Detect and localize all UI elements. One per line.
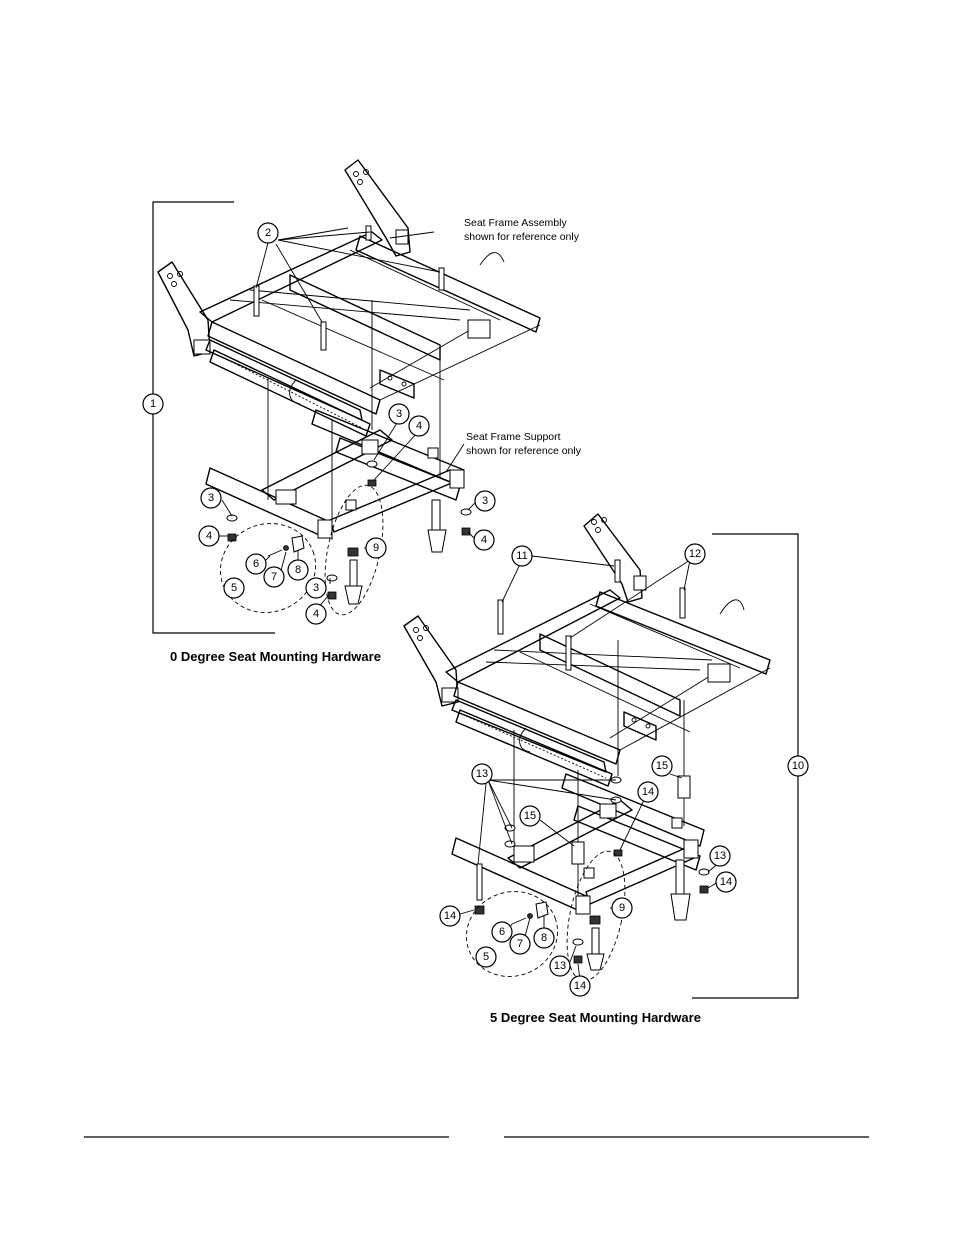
svg-text:11: 11 — [516, 550, 527, 562]
callout-top-8: 8 — [287, 559, 309, 581]
top-frame-support-note-line1: Seat Frame Support — [466, 431, 561, 443]
bottom-seat-frame-left-rail — [445, 589, 621, 683]
bottom-seat-frame-front-rail — [453, 681, 621, 765]
bottom-assembly-drawing: 11 12 10 13 15 14 15 13 14 14 6 7 8 9 5 … — [403, 513, 809, 1025]
svg-text:6: 6 — [499, 926, 505, 938]
top-assembly-bracket — [152, 201, 275, 634]
callout-top-3c: 3 — [474, 490, 496, 512]
top-assembly-drawing: Seat Frame Assembly shown for reference … — [142, 159, 582, 664]
callout-bottom-13c: 13 — [549, 955, 571, 977]
callout-bottom-15b: 15 — [519, 805, 541, 827]
top-assembly-caption: 0 Degree Seat Mounting Hardware — [170, 649, 381, 664]
top-frame-assembly-note-line1: Seat Frame Assembly — [464, 217, 567, 229]
svg-text:13: 13 — [554, 960, 566, 972]
top-seat-frame-front-rail — [207, 321, 381, 415]
callout-bottom-14a: 14 — [637, 781, 659, 803]
top-group-5-outline — [220, 523, 316, 613]
svg-text:14: 14 — [720, 876, 732, 888]
top-back-upright-right — [344, 159, 411, 257]
svg-text:12: 12 — [689, 548, 701, 560]
callout-bottom-14b: 14 — [715, 871, 737, 893]
svg-text:3: 3 — [482, 495, 488, 507]
bottom-bumper-right — [670, 893, 691, 921]
callout-bottom-9: 9 — [611, 897, 633, 919]
svg-text:1: 1 — [150, 398, 156, 410]
svg-text:7: 7 — [271, 571, 277, 583]
svg-text:4: 4 — [313, 608, 319, 620]
svg-text:9: 9 — [619, 902, 625, 914]
bottom-spacer-left — [571, 841, 585, 865]
top-bumper-left — [344, 585, 363, 605]
callout-top-4a: 4 — [408, 415, 430, 437]
svg-text:8: 8 — [295, 564, 301, 576]
callout-top-4b: 4 — [198, 525, 220, 547]
bottom-group-9-outline — [566, 850, 626, 982]
svg-text:6: 6 — [253, 558, 259, 570]
callout-top-2: 2 — [257, 222, 279, 244]
callout-bottom-7: 7 — [509, 933, 531, 955]
bottom-spacer-right — [677, 775, 691, 799]
svg-text:3: 3 — [208, 492, 214, 504]
callout-top-9: 9 — [365, 537, 387, 559]
callout-top-1: 1 — [142, 393, 164, 415]
svg-text:14: 14 — [642, 786, 654, 798]
callout-bottom-13a: 13 — [471, 763, 493, 785]
svg-text:4: 4 — [206, 530, 212, 542]
svg-text:15: 15 — [524, 810, 536, 822]
svg-text:8: 8 — [541, 932, 547, 944]
callout-bottom-14d: 14 — [569, 975, 591, 997]
callout-bottom-6: 6 — [491, 921, 513, 943]
svg-text:5: 5 — [483, 951, 489, 963]
top-seat-frame-left-rail — [199, 231, 383, 323]
bottom-group-5-outline — [465, 891, 559, 977]
callout-bottom-5: 5 — [475, 946, 497, 968]
bottom-assembly-caption: 5 Degree Seat Mounting Hardware — [490, 1010, 701, 1025]
svg-text:15: 15 — [656, 760, 668, 772]
callout-top-4d: 4 — [305, 603, 327, 625]
svg-text:10: 10 — [792, 760, 804, 772]
callout-top-3b: 3 — [200, 487, 222, 509]
callout-bottom-11: 11 — [511, 545, 533, 567]
top-seat-frame-right-rail — [355, 235, 541, 333]
svg-text:2: 2 — [265, 227, 271, 239]
callout-top-3d: 3 — [305, 577, 327, 599]
svg-text:9: 9 — [373, 542, 379, 554]
svg-text:5: 5 — [231, 582, 237, 594]
svg-text:14: 14 — [574, 980, 586, 992]
bottom-callouts: 11 12 10 13 15 14 15 13 14 14 6 7 8 9 5 … — [439, 543, 809, 997]
svg-text:7: 7 — [517, 938, 523, 950]
bottom-seat-frame-right-rail — [595, 591, 771, 675]
top-bumper-right — [427, 529, 447, 553]
svg-text:4: 4 — [481, 534, 487, 546]
callout-top-5: 5 — [223, 577, 245, 599]
callout-bottom-14c: 14 — [439, 905, 461, 927]
svg-text:3: 3 — [313, 582, 319, 594]
bottom-seat-frame-support — [561, 773, 705, 847]
svg-text:4: 4 — [416, 420, 422, 432]
bottom-bumper-left — [586, 953, 605, 971]
callout-bottom-12: 12 — [684, 543, 706, 565]
bottom-assembly-bracket — [692, 533, 799, 999]
callout-bottom-15a: 15 — [651, 755, 673, 777]
bottom-back-upright-right — [583, 513, 643, 603]
top-frame-support-note-line2: shown for reference only — [466, 445, 582, 457]
callout-bottom-10: 10 — [787, 755, 809, 777]
top-callouts: 1 2 3 4 3 4 3 4 6 7 8 5 3 4 9 — [142, 222, 496, 625]
callout-top-3a: 3 — [388, 403, 410, 425]
svg-text:13: 13 — [476, 768, 488, 780]
callout-top-6: 6 — [245, 553, 267, 575]
top-seat-frame-support-note: Seat Frame Support shown for reference o… — [466, 431, 582, 457]
callout-top-7: 7 — [263, 566, 285, 588]
top-bolts-item-2 — [253, 225, 445, 351]
svg-text:3: 3 — [396, 408, 402, 420]
svg-text:13: 13 — [714, 850, 726, 862]
top-seat-frame-assembly-note: Seat Frame Assembly shown for reference … — [464, 217, 580, 243]
bottom-bolts-items-11-12 — [497, 559, 686, 671]
top-frame-assembly-note-line2: shown for reference only — [464, 231, 580, 243]
svg-text:14: 14 — [444, 910, 456, 922]
callout-bottom-8: 8 — [533, 927, 555, 949]
callout-bottom-13b: 13 — [709, 845, 731, 867]
callout-top-4c: 4 — [473, 529, 495, 551]
